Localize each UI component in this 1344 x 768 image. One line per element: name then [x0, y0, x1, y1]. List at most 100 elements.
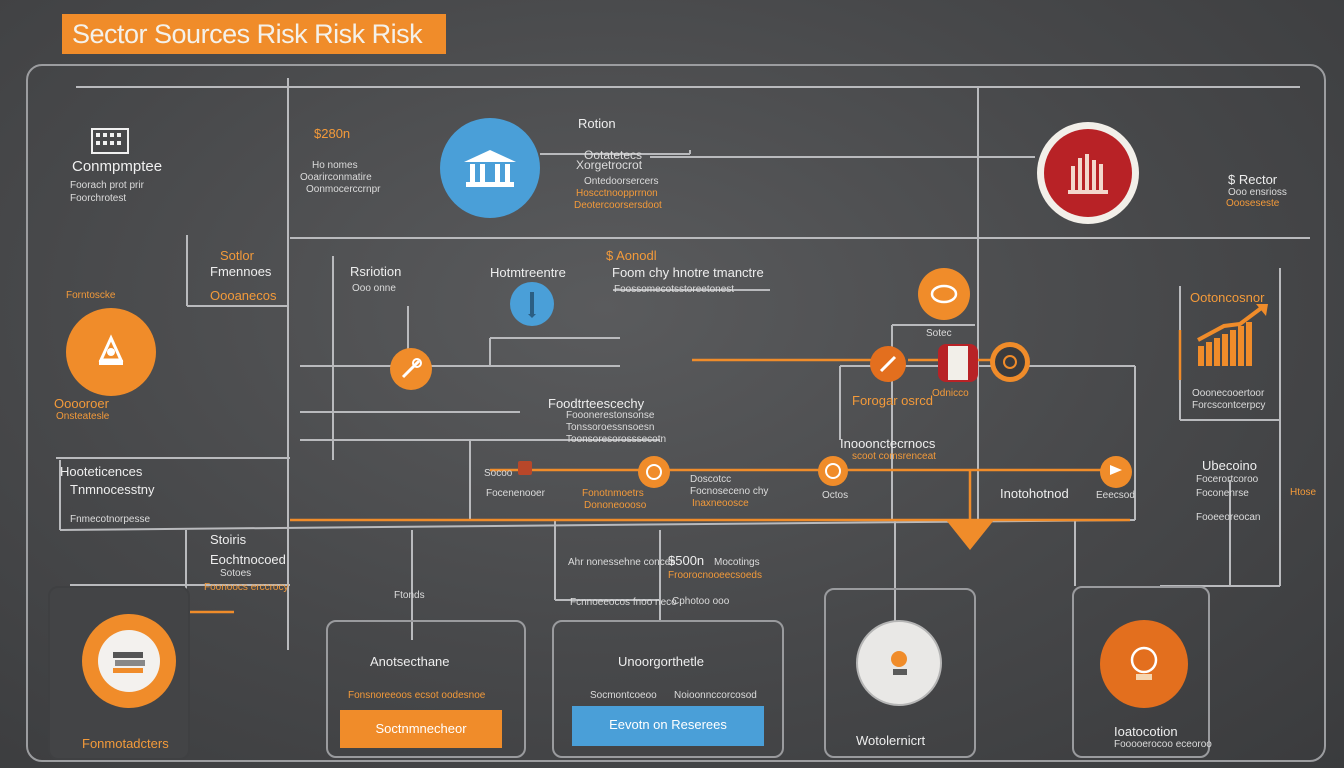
- target-node[interactable]: [918, 268, 970, 320]
- industries-line-3: Fnmecotnorpesse: [70, 514, 151, 525]
- analytics-sub: Fonsnoreeoos ecsot oodesnoe: [348, 690, 486, 701]
- center-line: Foom chy hnotre tmanctre: [612, 265, 764, 280]
- sources-line-2: Froorocnooeecsoeds: [668, 570, 762, 581]
- analytics-card[interactable]: [326, 620, 526, 758]
- finance-node[interactable]: [1037, 122, 1139, 224]
- flow-n2-line-2: Dononeoooso: [584, 500, 647, 511]
- hand-icon: [891, 651, 907, 675]
- company-label: Conmpmptee: [72, 158, 163, 175]
- flow-start-marker: [518, 461, 532, 475]
- clock-node[interactable]: [990, 342, 1030, 382]
- flag-icon: [1110, 465, 1122, 475]
- sources-line-1: Ahr nonessehne conces: [568, 557, 676, 568]
- flow-node-6[interactable]: [1100, 456, 1132, 488]
- right-line-1: Ooo ensrioss: [1228, 187, 1287, 198]
- clock-icon: [1003, 355, 1017, 369]
- sources-line-3: Fcnnoeeocos fnoo neco: [570, 597, 677, 608]
- management-card[interactable]: [552, 620, 784, 758]
- innovation-node: [1100, 620, 1188, 708]
- sources-amount: $500n: [668, 553, 705, 568]
- pen-icon: [528, 292, 536, 318]
- flow-n5-label: Inotohotnod: [1000, 486, 1069, 501]
- bank-line-2: Xorgetrocrot: [576, 158, 643, 172]
- bank-line-3: Ontedoorsercers: [584, 176, 659, 187]
- document-stack-icon: [113, 652, 145, 673]
- sector-line-2: Oooanecos: [210, 288, 277, 303]
- foodt-line-2: Tonssoroessnsoesn: [566, 422, 655, 433]
- flow-n2-line-1: Fonotnmoetrs: [582, 488, 644, 499]
- tool-node[interactable]: [390, 348, 432, 390]
- foodt-heading: Foodtrteescechy: [548, 396, 645, 411]
- center-sub: Foossomecotsstoreetonest: [614, 284, 735, 295]
- source-sub: Onsteatesle: [56, 411, 110, 422]
- water-node: [856, 620, 942, 706]
- bulb-icon: [1130, 646, 1158, 680]
- right-tag: Htose: [1290, 487, 1317, 498]
- analytics-title: Anotsecthane: [370, 654, 450, 669]
- innovation-card[interactable]: [1072, 586, 1210, 758]
- right-block-line-2: Foconenrse: [1196, 488, 1249, 499]
- flow-n1-sub: Focenenooer: [486, 488, 545, 499]
- relation-heading: Rsriotion: [350, 264, 402, 279]
- source-heading: Forntoscke: [66, 290, 116, 301]
- sector-line-1: Fmennoes: [210, 264, 272, 279]
- water-title: Wotolernicrt: [856, 733, 926, 748]
- bank-icon: [464, 150, 516, 187]
- management-button[interactable]: Eevotn on Reserees: [572, 706, 764, 746]
- right-block-line-3: Fooeeoreocan: [1196, 512, 1261, 523]
- industries-line-1: Hooteticences: [60, 464, 143, 479]
- management-sub-b: Noioonnccorcosod: [674, 690, 757, 701]
- foodt-line-1: Fooonerestonsonse: [566, 410, 655, 421]
- pencil-icon: [879, 355, 897, 373]
- innovation-card-sub: Fooooerocoo eceoroo: [1114, 739, 1212, 750]
- pen-node[interactable]: [870, 346, 906, 382]
- flow-n4-label: Octos: [822, 490, 849, 501]
- innovation-heading: Inooonctecrnocs: [840, 436, 936, 451]
- growth-line-2: Forcscontcerpcy: [1192, 400, 1266, 411]
- analytics-button[interactable]: Soctnmnecheor: [340, 710, 502, 748]
- stoiris-heading: Stoiris: [210, 532, 247, 547]
- flow-node-4[interactable]: [818, 456, 848, 486]
- source-node[interactable]: [66, 308, 156, 396]
- stoiris-line-2: Sotoes: [220, 568, 252, 579]
- right-block-heading: Ubecoino: [1202, 458, 1257, 473]
- innovation-card-title: Ioatocotion: [1114, 724, 1178, 739]
- bank-node[interactable]: [440, 118, 540, 218]
- industries-line-2: Tnmnocesstny: [70, 482, 155, 497]
- hub-heading: Hotmtreentre: [490, 265, 566, 280]
- water-card[interactable]: [824, 588, 976, 758]
- cloud-icon: [930, 284, 958, 304]
- sector-heading: Sotlor: [220, 248, 254, 263]
- ftonds-label: Ftonds: [394, 590, 425, 601]
- forgar-label: Forogar osrcd: [852, 393, 933, 408]
- innovation-line: scoot comsrenceat: [852, 451, 936, 462]
- sotec-label: Sotec: [926, 328, 952, 339]
- documents-node[interactable]: [82, 614, 176, 708]
- flow-n1-label: Socoo: [484, 468, 513, 479]
- flow-n6-label: Eeecsod: [1096, 490, 1135, 501]
- flow-n3-line-2: Focnoseceno chy: [690, 486, 769, 497]
- growth-heading: Ootoncosnor: [1190, 290, 1265, 305]
- bank-line-1: Ootatetecs: [584, 148, 643, 162]
- foodt-line-3: Toonsoresorosssecotn: [566, 434, 667, 445]
- top-left-b: Ooarirconmatire: [300, 172, 372, 183]
- stoiris-line-3: Foonoocs erccrocy: [204, 582, 289, 593]
- building-chart-icon: [1068, 154, 1108, 194]
- center-amount: $ Aonodl: [606, 248, 657, 263]
- growth-line-1: Ooonecooertoor: [1192, 388, 1265, 399]
- sources-line-4: Cphotoo ooo: [672, 596, 730, 607]
- top-left-a: Ho nomes: [312, 160, 358, 171]
- bank-line-4: Hoscctnoopprrnon: [576, 188, 658, 199]
- top-left-c: Oonmocerccrnpr: [306, 184, 381, 195]
- company-line-2: Foorchrotest: [70, 193, 127, 204]
- bank-line-5: Deotercoorsersdoot: [574, 200, 662, 211]
- page-title: Sector Sources Risk Risk Risk: [62, 14, 446, 54]
- flow-node-2[interactable]: [638, 456, 670, 488]
- right-block-line-1: Focerortcoroo: [1196, 474, 1259, 485]
- document-node[interactable]: [938, 344, 978, 382]
- hub-node[interactable]: [510, 282, 554, 326]
- documents-label: Fonmotadcters: [82, 736, 169, 751]
- wrench-icon: [401, 358, 422, 379]
- stoiris-line-1: Eochtnocoed: [210, 552, 286, 567]
